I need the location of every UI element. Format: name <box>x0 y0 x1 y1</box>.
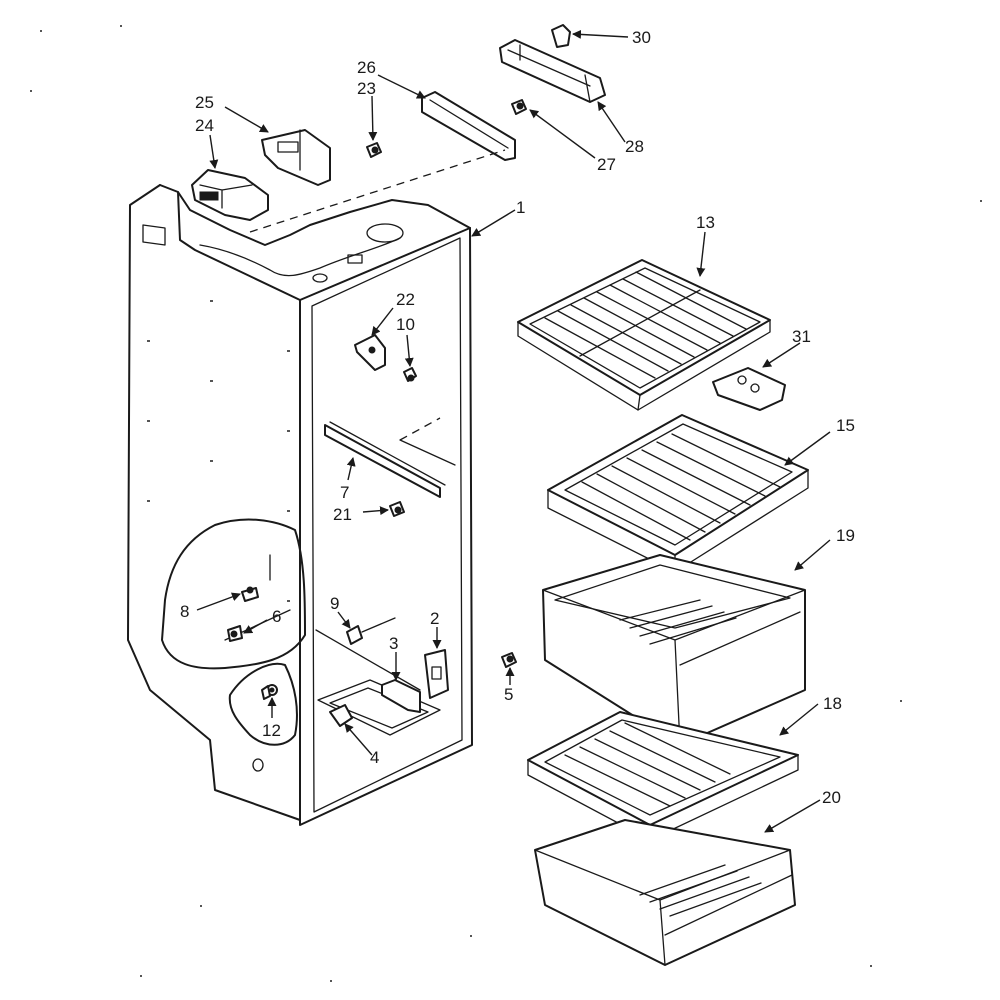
screw-10 <box>403 367 417 382</box>
callout-13: 13 <box>696 213 715 232</box>
rail-7 <box>324 417 456 498</box>
callout-4: 4 <box>370 748 379 767</box>
scan-specks <box>30 25 982 982</box>
cutaway-view-lower <box>228 662 298 746</box>
callout-6: 6 <box>272 607 281 626</box>
shelf-13-wires <box>544 271 747 379</box>
bracket-22 <box>354 334 386 371</box>
block-4 <box>329 704 353 727</box>
side-wall-dots <box>147 300 290 602</box>
callout-22: 22 <box>396 290 415 309</box>
callout-19: 19 <box>836 526 855 545</box>
callout-27: 27 <box>597 155 616 174</box>
leader-lines <box>196 29 831 833</box>
clip-31 <box>712 367 786 411</box>
fastener-9 <box>346 617 396 645</box>
callout-5: 5 <box>504 685 513 704</box>
wire-shelf-13 <box>517 259 771 411</box>
drawer-19-ribs <box>619 599 737 645</box>
callout-15: 15 <box>836 416 855 435</box>
screw-23 <box>366 142 382 158</box>
callout-26: 26 <box>357 58 376 77</box>
crisper-drawer-20 <box>534 819 796 966</box>
crisper-cover-18 <box>527 711 799 841</box>
callout-12: 12 <box>262 721 281 740</box>
cabinet-liner <box>127 184 473 826</box>
bracket-2 <box>424 649 449 699</box>
rail-26 <box>421 91 516 161</box>
screw-5 <box>501 652 517 668</box>
screw-27 <box>511 99 527 115</box>
callout-28: 28 <box>625 137 644 156</box>
fastener-6 <box>227 625 243 642</box>
crisper-cover-15 <box>547 414 809 573</box>
fastener-12 <box>261 684 278 700</box>
callout-18: 18 <box>823 694 842 713</box>
callout-8: 8 <box>180 602 189 621</box>
callout-20: 20 <box>822 788 841 807</box>
callout-24: 24 <box>195 116 214 135</box>
cover-18-slats <box>564 722 731 807</box>
callout-7: 7 <box>340 483 349 502</box>
callout-9: 9 <box>330 594 339 613</box>
bracket-3 <box>381 679 421 713</box>
callout-31: 31 <box>792 327 811 346</box>
bracket-28 <box>499 39 606 103</box>
callout-3: 3 <box>389 634 398 653</box>
callout-25: 25 <box>195 93 214 112</box>
callout-2: 2 <box>430 609 439 628</box>
callout-10: 10 <box>396 315 415 334</box>
cover-15-slats <box>581 433 781 541</box>
cutaway-view-upper <box>161 518 306 670</box>
callout-30: 30 <box>632 28 651 47</box>
crisper-drawer-19 <box>542 554 806 746</box>
callout-1: 1 <box>516 198 525 217</box>
callout-23: 23 <box>357 79 376 98</box>
assembly-guide-line <box>249 149 506 233</box>
screw-21 <box>389 501 405 517</box>
drawer-20-ribs <box>639 864 762 917</box>
clip-30 <box>551 24 571 48</box>
control-housing-24 <box>191 169 269 221</box>
bracket-25 <box>261 129 331 186</box>
callout-21: 21 <box>333 505 352 524</box>
fastener-8 <box>241 586 259 602</box>
callout-labels: 30 26 23 25 24 28 27 1 13 22 10 31 15 7 … <box>180 28 855 807</box>
